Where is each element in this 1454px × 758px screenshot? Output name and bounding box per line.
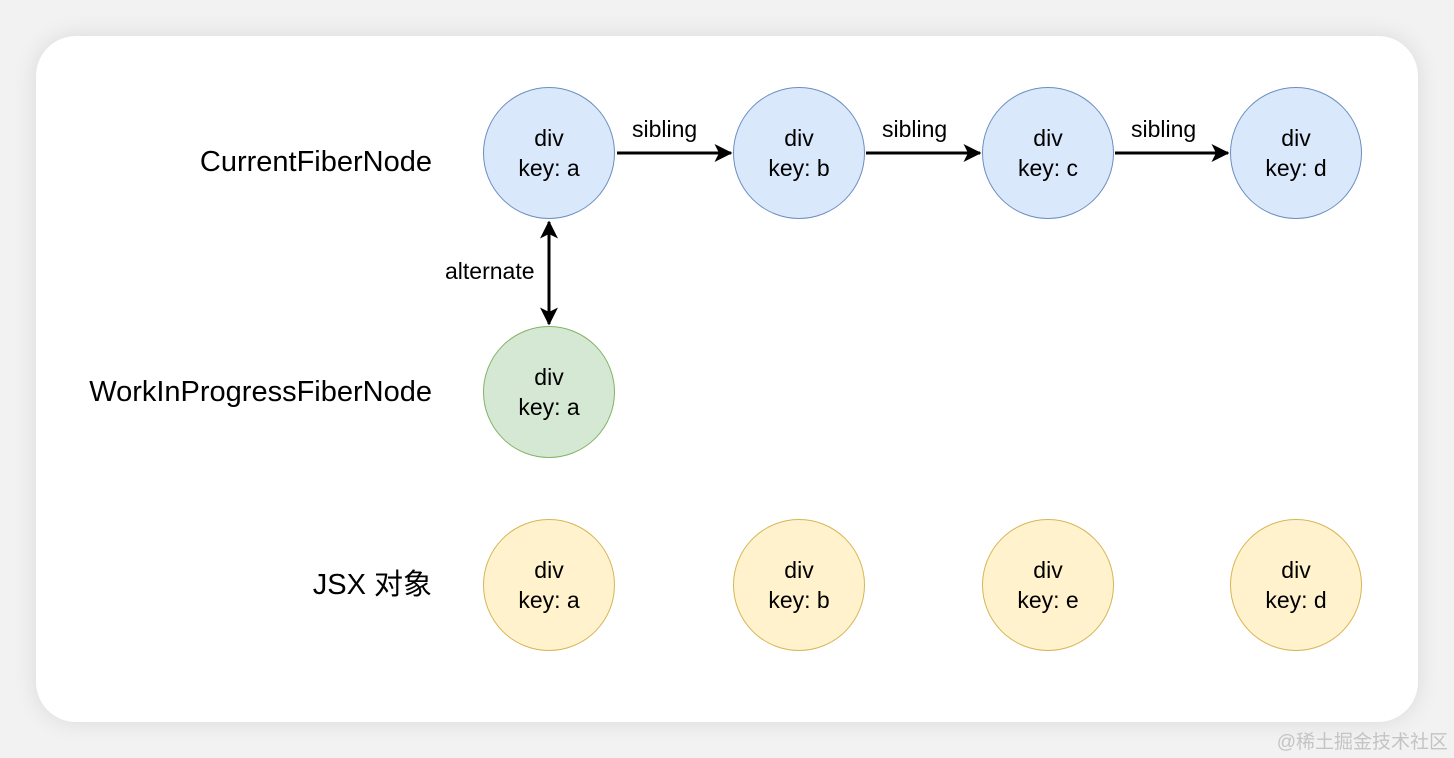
- node-type: div: [1281, 125, 1311, 151]
- alternate-label: alternate: [445, 258, 535, 284]
- node-key: key: b: [768, 155, 830, 181]
- jsx-node-d: div key: d: [1230, 519, 1362, 651]
- node-type: div: [1033, 125, 1063, 151]
- node-key: key: a: [518, 587, 580, 613]
- sibling-label-c-d: sibling: [1131, 116, 1197, 142]
- node-type: div: [534, 125, 564, 151]
- current-fiber-node-c: div key: c: [982, 87, 1114, 219]
- node-type: div: [534, 557, 564, 583]
- wip-fiber-node-a: div key: a: [483, 326, 615, 458]
- node-type: div: [784, 557, 814, 583]
- node-key: key: a: [518, 394, 580, 420]
- sibling-label-b-c: sibling: [882, 116, 948, 142]
- row-label-jsx-object: JSX 对象: [312, 569, 432, 601]
- jsx-node-b: div key: b: [733, 519, 865, 651]
- current-fiber-node-d: div key: d: [1230, 87, 1362, 219]
- node-type: div: [1281, 557, 1311, 583]
- row-label-work-in-progress-fiber-node: WorkInProgressFiberNode: [89, 376, 432, 408]
- node-key: key: a: [518, 155, 580, 181]
- jsx-node-e: div key: e: [982, 519, 1114, 651]
- node-key: key: c: [1017, 155, 1079, 181]
- watermark: @稀土掘金技术社区: [1276, 732, 1448, 753]
- jsx-node-a: div key: a: [483, 519, 615, 651]
- node-type: div: [1033, 557, 1063, 583]
- current-fiber-node-b: div key: b: [733, 87, 865, 219]
- current-fiber-node-a: div key: a: [483, 87, 615, 219]
- node-key: key: d: [1265, 155, 1327, 181]
- sibling-label-a-b: sibling: [632, 116, 698, 142]
- node-type: div: [784, 125, 814, 151]
- node-key: key: d: [1265, 587, 1327, 613]
- node-key: key: e: [1017, 587, 1079, 613]
- node-type: div: [534, 364, 564, 390]
- row-label-current-fiber-node: CurrentFiberNode: [199, 146, 432, 178]
- node-key: key: b: [768, 587, 830, 613]
